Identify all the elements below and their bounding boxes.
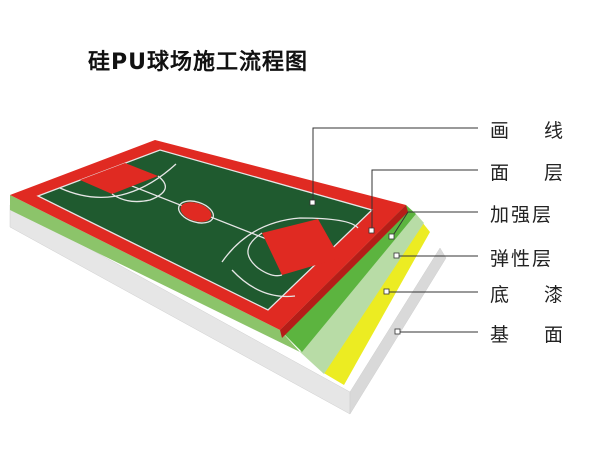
label-primer: 底 漆 — [490, 284, 572, 306]
label-marking-lines: 画 线 — [490, 120, 572, 142]
surface-layer-side — [280, 205, 408, 338]
label-surface-layer: 面 层 — [490, 162, 572, 184]
leader-lines — [312, 127, 478, 333]
label-elastic-layer: 弹性层 — [490, 248, 554, 270]
primer-layer — [322, 222, 430, 385]
left-key — [80, 163, 158, 194]
label-reinforcement-layer: 加强层 — [490, 204, 554, 226]
diagram-title: 硅PU球场施工流程图 — [88, 50, 308, 75]
label-base: 基 面 — [490, 324, 572, 346]
stack-front-edge — [10, 195, 300, 352]
leader-dots — [309, 199, 401, 335]
elastic-layer — [300, 214, 424, 374]
right-key — [262, 219, 340, 275]
reinforcement-layer — [280, 205, 416, 352]
center-circle — [180, 202, 212, 222]
